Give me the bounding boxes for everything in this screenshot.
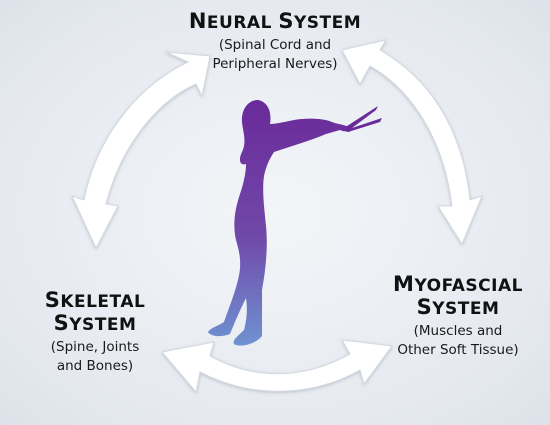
skeletal-system-label: SKELETAL SYSTEM (Spine, Joints and Bones… <box>20 289 170 377</box>
skeletal-system-title: SKELETAL SYSTEM <box>44 288 146 335</box>
neural-system-label: NEURAL SYSTEM (Spinal Cord and Periphera… <box>155 10 395 75</box>
myofascial-system-description: (Muscles and Other Soft Tissue) <box>397 322 519 359</box>
myofascial-system-label: MYOFASCIAL SYSTEM (Muscles and Other Sof… <box>378 273 538 361</box>
neural-system-title: NEURAL SYSTEM <box>188 9 362 33</box>
skeletal-system-description: (Spine, Joints and Bones) <box>50 338 140 375</box>
figure-icon <box>208 100 382 346</box>
myofascial-system-title: MYOFASCIAL SYSTEM <box>393 272 523 319</box>
arrow-skeletal-myofascial-icon <box>161 339 393 394</box>
arrow-neural-skeletal-icon <box>71 51 211 250</box>
neural-system-description: (Spinal Cord and Peripheral Nerves) <box>212 36 338 73</box>
arrow-neural-myofascial-icon <box>341 39 483 246</box>
